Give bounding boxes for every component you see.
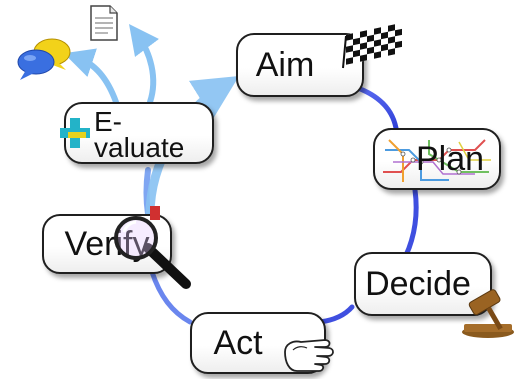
node-aim-label: Aim — [255, 45, 315, 84]
arrow-act-to-verify — [149, 269, 193, 325]
node-plan: Plan — [373, 128, 501, 190]
arrow-evaluate-to-document — [129, 23, 159, 105]
node-evaluate-label-line2: valuate — [94, 132, 185, 163]
magnifying-glass-icon — [114, 206, 191, 289]
arrow-aim-to-plan — [349, 83, 399, 131]
node-evaluate-label-line1: E- — [94, 106, 122, 137]
plus-sign-icon — [60, 118, 90, 148]
arrow-decide-to-act — [317, 304, 355, 325]
node-verify: Verify — [42, 214, 172, 274]
node-decide-label: Decide — [365, 264, 471, 303]
chat-bubbles-icon — [17, 38, 71, 80]
checkered-flag-icon — [342, 22, 404, 69]
node-act-label: Act — [213, 323, 263, 362]
document-icon — [90, 5, 118, 41]
node-aim: Aim — [236, 33, 364, 97]
subway-map-icon — [383, 139, 491, 182]
arrow-evaluate-to-chat — [63, 48, 119, 105]
pointing-hand-icon — [284, 339, 334, 372]
node-plan-label: Plan — [415, 139, 485, 178]
gavel-icon — [462, 289, 514, 338]
